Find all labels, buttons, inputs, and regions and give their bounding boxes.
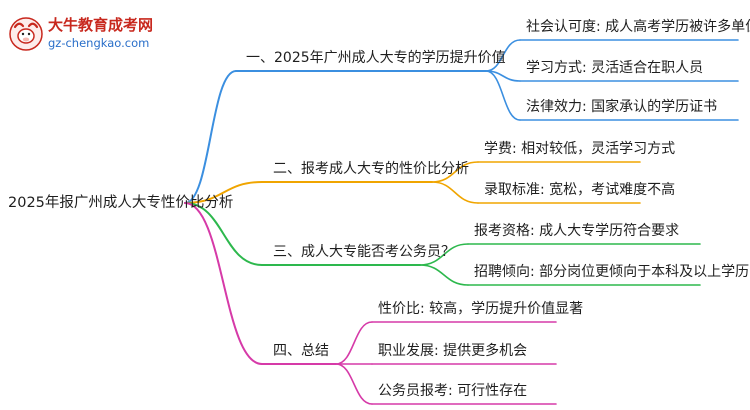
branch-topic: 二、报考成人大专的性价比分析	[273, 161, 469, 177]
branch-connector	[184, 70, 237, 204]
site-url: gz-chengkao.com	[48, 36, 150, 50]
leaf-topic: 公务员报考: 可行性存在	[378, 383, 528, 399]
branch-topic: 一、2025年广州成人大专的学历提升价值	[246, 50, 506, 66]
leaf-topic: 学习方式: 灵活适合在职人员	[526, 60, 704, 76]
leaf-connector	[431, 161, 479, 183]
branch-topic: 三、成人大专能否考公务员？	[273, 244, 455, 260]
leaf-connector	[335, 363, 373, 405]
leaf-connector	[431, 181, 479, 204]
branch-connector	[184, 181, 263, 204]
leaf-connector	[335, 321, 373, 365]
leaf-topic: 学费: 相对较低，灵活学习方式	[484, 141, 676, 157]
branch-connector	[184, 202, 263, 365]
branch-topic: 四、总结	[273, 343, 329, 359]
leaf-connector	[485, 39, 521, 72]
leaf-topic: 职业发展: 提供更多机会	[378, 343, 528, 359]
leaf-connector	[419, 243, 469, 266]
leaf-topic: 法律效力: 国家承认的学历证书	[526, 99, 718, 115]
leaf-topic: 招聘倾向: 部分岗位更倾向于本科及以上学历	[474, 264, 750, 280]
root-topic: 2025年报广州成人大专性价比分析	[8, 195, 234, 211]
leaf-topic: 社会认可度: 成人高考学历被许多单位承认	[526, 19, 750, 35]
leaf-connector	[419, 264, 469, 286]
brand-name: 大牛教育成考网	[48, 16, 154, 34]
leaf-topic: 性价比: 较高，学历提升价值显著	[378, 301, 584, 317]
ox-mascot-icon	[9, 17, 43, 51]
leaf-connector	[485, 70, 521, 121]
site-logo[interactable]: 大牛教育成考网 gz-chengkao.com	[8, 14, 168, 54]
leaf-topic: 报考资格: 成人大专学历符合要求	[474, 223, 680, 239]
leaf-topic: 录取标准: 宽松，考试难度不高	[484, 182, 676, 198]
branch-connector	[184, 202, 263, 266]
